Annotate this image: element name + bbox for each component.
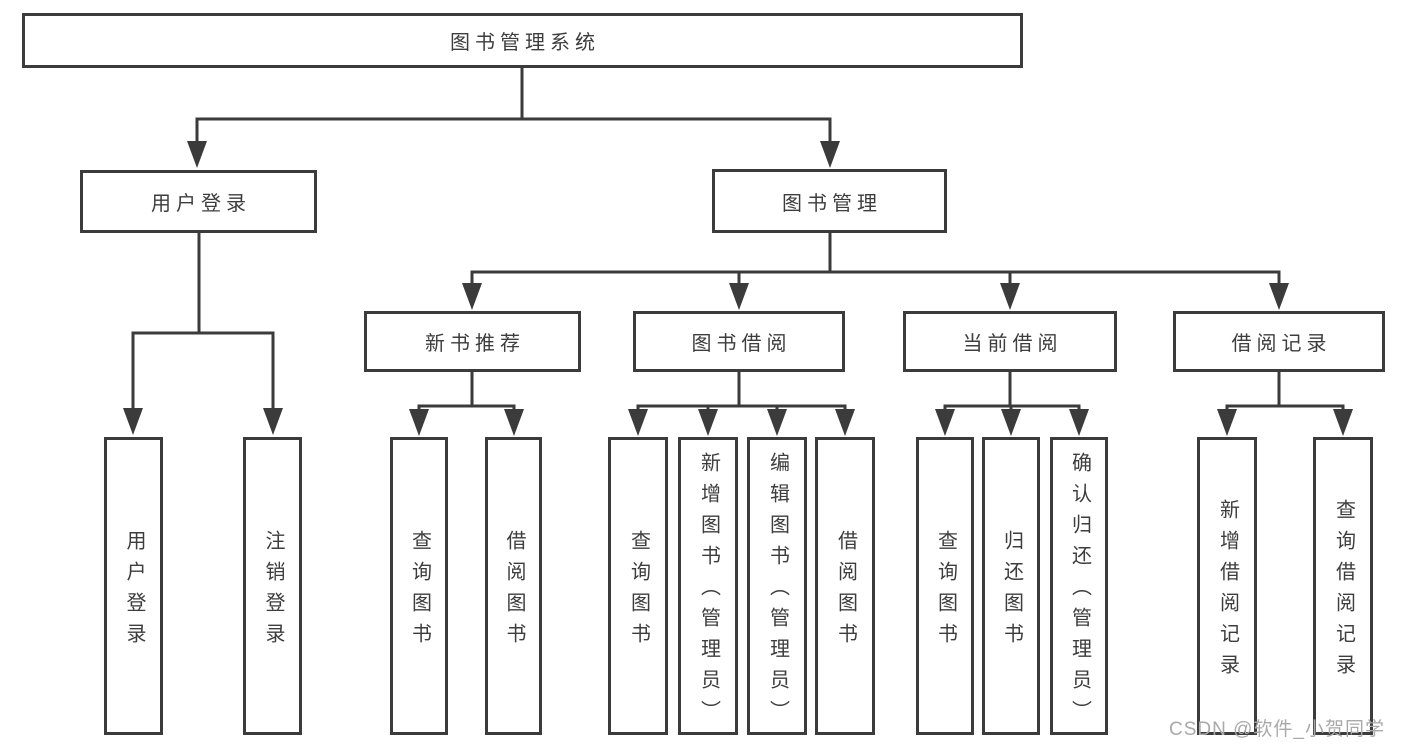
node-label: 借阅图书	[834, 529, 857, 654]
node-label: 新增图书（管理员）	[697, 452, 720, 731]
node-label: 查询图书	[627, 529, 650, 654]
node-leaf-add-books-admin: 新增图书（管理员）	[678, 437, 738, 735]
node-leaf-query-books-recommend: 查询图书	[390, 437, 448, 735]
node-borrowing-records: 借阅记录	[1173, 311, 1385, 372]
node-label: 新书推荐	[425, 333, 525, 355]
node-user-login: 用户登录	[80, 170, 317, 233]
node-label: 图书借阅	[691, 333, 792, 355]
node-label: 用户登录	[123, 529, 145, 654]
node-label: 新增借阅记录	[1216, 498, 1239, 685]
node-label: 编辑图书（管理员）	[766, 452, 789, 731]
node-leaf-add-borrow-record: 新增借阅记录	[1197, 437, 1257, 735]
node-leaf-query-books-borrow: 查询图书	[608, 437, 668, 735]
node-label: 当前借阅	[962, 333, 1063, 355]
node-current-borrowing: 当前借阅	[903, 311, 1117, 372]
node-leaf-borrow-books-recommend: 借阅图书	[485, 437, 542, 735]
node-leaf-query-books-current: 查询图书	[916, 437, 974, 735]
node-label: 查询借阅记录	[1332, 498, 1355, 685]
node-label: 借阅图书	[503, 529, 525, 654]
node-leaf-logout: 注销登录	[243, 437, 302, 735]
node-leaf-query-borrow-record: 查询借阅记录	[1313, 437, 1373, 735]
node-book-management: 图书管理	[712, 169, 947, 233]
csdn-watermark: CSDN @软件_小贺同学	[1169, 719, 1385, 740]
node-book-borrowing: 图书借阅	[633, 311, 845, 372]
node-label: 归还图书	[1000, 529, 1023, 654]
node-label: 注销登录	[262, 529, 284, 654]
node-leaf-user-login: 用户登录	[104, 437, 163, 735]
node-label: 图书管理系统	[450, 32, 600, 54]
node-label: 查询图书	[934, 529, 957, 654]
node-label: 借阅记录	[1231, 333, 1332, 355]
node-label: 确认归还（管理员）	[1068, 452, 1091, 731]
node-leaf-borrow-books: 借阅图书	[815, 437, 875, 735]
node-label: 用户登录	[151, 193, 251, 215]
node-library-management-system: 图书管理系统	[22, 13, 1023, 68]
node-leaf-edit-books-admin: 编辑图书（管理员）	[747, 437, 807, 735]
node-leaf-return-books: 归还图书	[982, 437, 1040, 735]
node-leaf-confirm-return-admin: 确认归还（管理员）	[1050, 437, 1108, 735]
node-label: 图书管理	[782, 192, 882, 215]
node-label: 查询图书	[408, 529, 431, 654]
node-new-book-recommendation: 新书推荐	[364, 311, 581, 372]
